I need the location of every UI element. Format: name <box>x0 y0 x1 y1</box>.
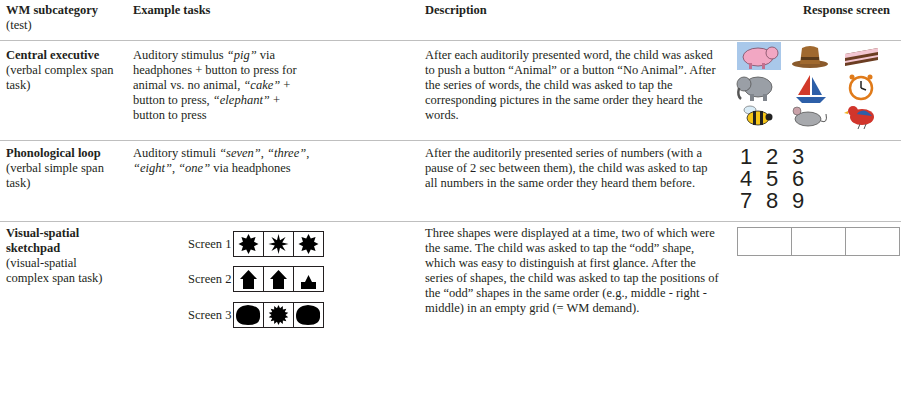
text-run: via headphones <box>210 161 291 175</box>
number-key: 4 <box>740 168 760 190</box>
number-key: 2 <box>766 146 786 168</box>
column-header: Description <box>425 3 625 18</box>
number-key: 7 <box>740 190 760 212</box>
text-run: “seven” <box>219 146 261 160</box>
number-key: 5 <box>766 168 786 190</box>
number-key: 1 <box>740 146 760 168</box>
screen-label: Screen 1 <box>188 237 233 252</box>
text-run: , <box>261 146 267 160</box>
shape-screens <box>234 232 324 328</box>
star-shapes <box>239 234 319 325</box>
rules <box>0 41 901 222</box>
row-header: Phonological loop <box>6 146 128 161</box>
star-shape <box>299 234 319 254</box>
row-header: Central executive <box>6 48 128 63</box>
description-cell: Three shapes were displayed at a time, t… <box>425 226 720 316</box>
response-grid <box>738 228 900 256</box>
star-shape <box>239 234 259 254</box>
row-header: Visual-spatial sketchpad <box>6 226 114 256</box>
text-run: “cake” <box>243 78 280 92</box>
text-run: “eight” <box>133 161 172 175</box>
description-cell: After the auditorily presented series of… <box>425 146 720 191</box>
house-shapes <box>236 270 320 325</box>
description-cell: After each auditorily presented word, th… <box>425 48 720 123</box>
column-header-note: (test) <box>6 18 131 33</box>
column-header: Response screen <box>803 3 899 18</box>
text-run: , <box>306 146 309 160</box>
number-key: 9 <box>792 190 812 212</box>
text-run: “elephant” <box>213 93 270 107</box>
picture-icons <box>737 42 878 129</box>
text-run: “one” <box>178 161 210 175</box>
number-key: 3 <box>792 146 812 168</box>
text-run: Auditory stimulus <box>133 48 227 62</box>
number-key: 6 <box>792 168 812 190</box>
row-subheader: (verbal complex span task) <box>6 63 124 93</box>
row-subheader: (visual-spatial complex span task) <box>6 256 114 286</box>
column-header: WM subcategory <box>6 3 131 18</box>
example-cell: Auditory stimulus “pig” via headphones +… <box>133 48 313 123</box>
star-shape <box>269 234 289 254</box>
screen-label: Screen 2 <box>188 272 233 287</box>
text-run: Auditory stimuli <box>133 146 219 160</box>
row-subheader: (verbal simple span task) <box>6 161 124 191</box>
star-shape <box>269 305 288 325</box>
screen-label: Screen 3 <box>188 308 233 323</box>
number-key: 8 <box>766 190 786 212</box>
text-run: “three” <box>267 146 306 160</box>
column-header: Example tasks <box>133 3 303 18</box>
text-run: , <box>172 161 178 175</box>
example-cell: Auditory stimuli “seven”, “three”, “eigh… <box>133 146 313 176</box>
text-run: “pig” <box>227 48 257 62</box>
